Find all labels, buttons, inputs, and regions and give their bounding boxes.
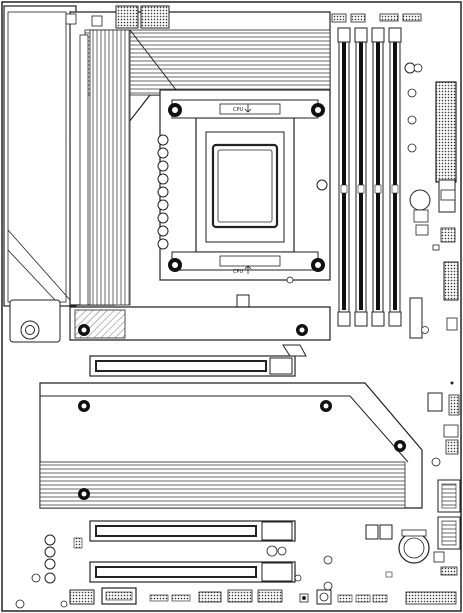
cpu-package — [211, 143, 279, 229]
capacitor — [157, 160, 169, 172]
bottom-headers — [69, 587, 457, 605]
chipset-heatsink — [39, 382, 423, 509]
dimm-slots — [337, 27, 402, 327]
capacitor — [157, 199, 169, 211]
capacitor — [157, 186, 169, 198]
capacitor — [157, 225, 169, 237]
cpu-power-connectors — [65, 5, 170, 29]
dimm-slot-2 — [354, 27, 368, 327]
capacitor — [157, 173, 169, 185]
vrm-heatsink-top — [69, 11, 331, 306]
cpu-socket: CPU CPU — [159, 89, 331, 281]
io-shroud — [3, 5, 77, 343]
capacitor-column — [157, 134, 169, 250]
sata-ports — [437, 479, 461, 550]
capacitor — [157, 238, 169, 250]
top-headers — [331, 13, 422, 23]
capacitor — [157, 212, 169, 224]
pcie-slot-2 — [89, 520, 296, 557]
pcie-slot-1 — [89, 344, 307, 377]
pcie-slot-3 — [89, 561, 296, 583]
atx-24pin — [435, 81, 457, 213]
cpu-label-bottom: CPU — [233, 269, 244, 275]
capacitor — [157, 147, 169, 159]
dimm-slot-1 — [337, 27, 351, 327]
dimm-slot-4 — [388, 27, 402, 327]
cmos-battery — [398, 529, 430, 564]
m2-heatsink-upper — [69, 306, 331, 341]
cpu-label-top: CPU — [233, 107, 244, 113]
capacitor — [157, 134, 169, 146]
dimm-slot-3 — [371, 27, 385, 327]
